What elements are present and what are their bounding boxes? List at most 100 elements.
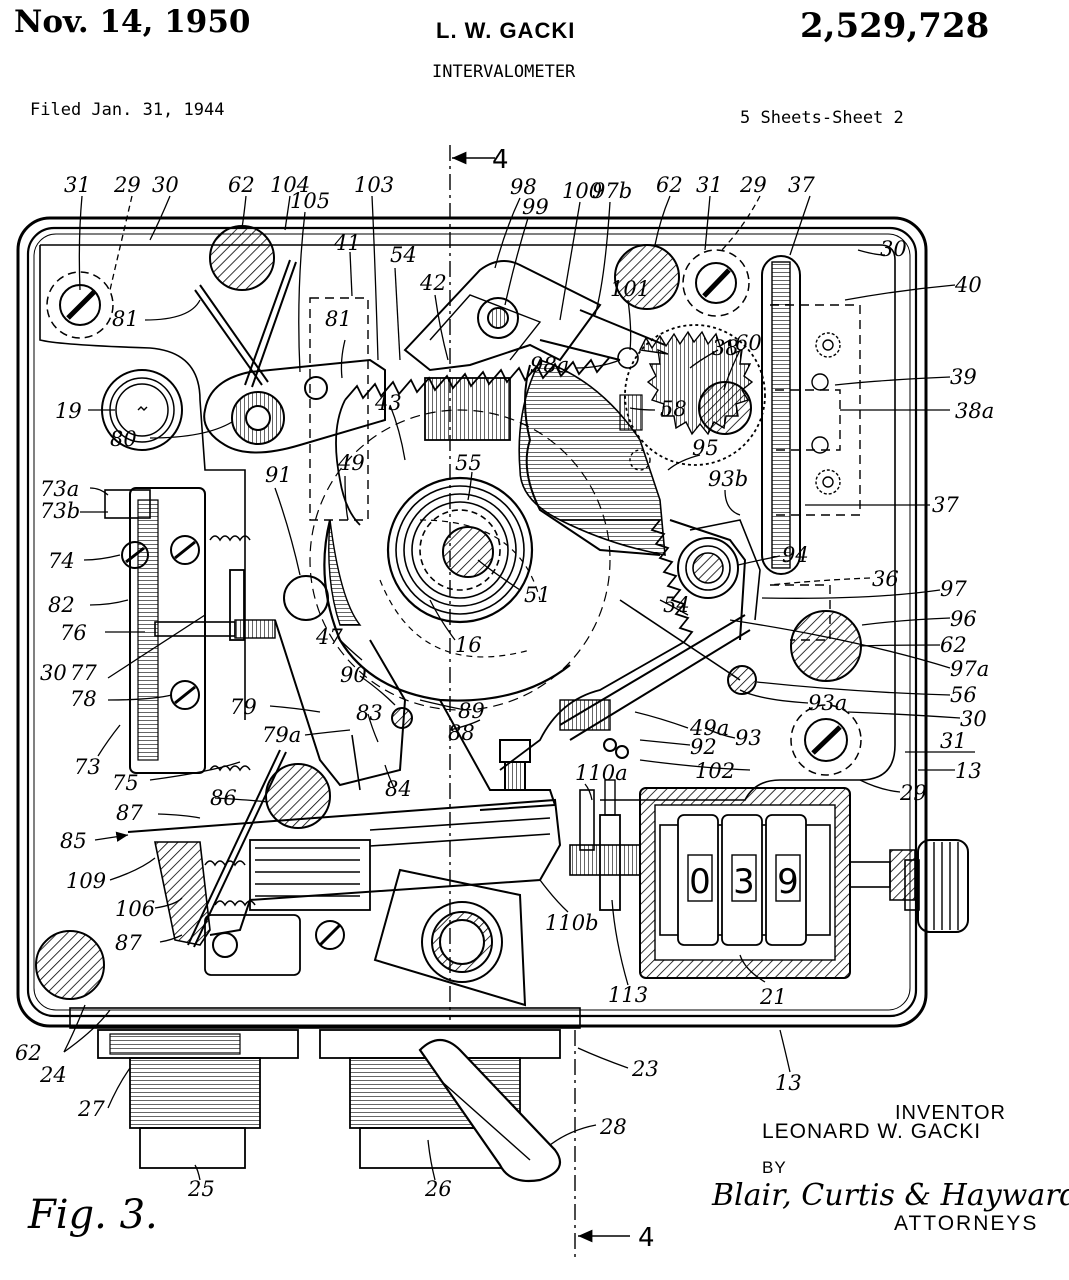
solenoid-block-110b	[373, 868, 527, 1007]
ref-label-37-39: 37	[932, 493, 959, 517]
ref-label-23-87: 23	[631, 1057, 659, 1081]
ref-label-99-11: 99	[522, 195, 549, 219]
ref-label-26-92: 26	[424, 1177, 452, 1201]
ref-label-51-44: 51	[524, 583, 551, 607]
ref-label-97-45: 97	[940, 577, 967, 601]
ref-label-74-40: 74	[48, 549, 75, 573]
patent-date: Nov. 14, 1950	[14, 4, 251, 40]
section-marker-top: 4	[492, 145, 509, 175]
counter-digit-1: 0	[689, 862, 711, 902]
ref-label-100-12: 100	[562, 179, 602, 203]
ref-label-101-22: 101	[610, 277, 650, 301]
counter-assembly-21	[569, 779, 916, 979]
ref-label-73-68: 73	[74, 755, 101, 779]
ref-label-78-55: 78	[70, 687, 97, 711]
ref-label-94-41: 94	[782, 543, 809, 567]
ref-label-102-71: 102	[695, 759, 735, 783]
ref-label-76-48: 76	[60, 621, 87, 645]
ref-label-110a-77: 110a	[575, 761, 628, 785]
ref-label-30-18: 30	[880, 237, 907, 261]
lever-79	[274, 619, 413, 791]
ref-label-30-2: 30	[152, 173, 179, 197]
ref-label-96-47: 96	[950, 607, 977, 631]
ref-label-49-38: 49	[337, 451, 365, 475]
ref-label-58-30: 58	[660, 397, 687, 421]
counter-digit-3: 9	[777, 862, 799, 902]
jewels-39	[811, 332, 841, 495]
ref-label-62-50: 62	[940, 633, 967, 657]
ref-label-29-75: 29	[899, 781, 927, 805]
section-line-4-4	[449, 145, 630, 1262]
filing-date: Filed Jan. 31, 1944	[30, 100, 225, 120]
ref-label-38a-27: 38a	[955, 399, 994, 423]
ref-label-73b-36: 73b	[40, 499, 80, 523]
post-62-group	[35, 225, 862, 1000]
counter-digits: 0 3 9	[689, 862, 799, 902]
post-62-right	[790, 610, 862, 682]
ref-label-29-1: 29	[113, 173, 141, 197]
ref-label-29-16: 29	[739, 173, 767, 197]
section-marker-bottom: 4	[638, 1223, 655, 1253]
gear-train-38	[617, 324, 766, 471]
ref-label-75-72: 75	[112, 771, 139, 795]
ref-label-60-25: 60	[735, 331, 762, 355]
ref-label-62-3: 62	[228, 173, 255, 197]
inventor-label: INVENTOR	[895, 1102, 1006, 1124]
ref-label-104-4: 104	[270, 173, 310, 197]
sheet-count: 5 Sheets-Sheet 2	[740, 108, 904, 128]
ref-label-93b-34: 93b	[708, 467, 748, 491]
ref-label-105-6: 105	[290, 189, 330, 213]
bottom-fittings	[69, 1007, 581, 1183]
spring-barrel-47	[309, 409, 611, 711]
ref-label-109-79: 109	[66, 869, 106, 893]
ref-label-89-60: 89	[458, 699, 485, 723]
ref-label-47-51: 47	[315, 625, 343, 649]
ref-label-56-56: 56	[950, 683, 977, 707]
ref-label-16-49: 16	[455, 633, 482, 657]
post-62-top-left	[209, 225, 275, 291]
patent-title: INTERVALOMETER	[432, 62, 576, 82]
pivot-94	[669, 519, 761, 641]
ref-label-31-0: 31	[64, 173, 91, 197]
pawl-lever-98	[403, 260, 666, 372]
leader-lines	[63, 195, 975, 1181]
ref-label-79-59: 79	[230, 695, 257, 719]
ref-label-38-24: 38	[712, 336, 739, 360]
inventor-name: LEONARD W. GACKI	[762, 1120, 982, 1143]
ref-label-103-5: 103	[354, 173, 394, 197]
counter-digit-2: 3	[733, 862, 755, 902]
ref-label-80-31: 80	[110, 427, 137, 451]
ref-label-87-76: 87	[116, 801, 143, 825]
ref-label-37-17: 37	[788, 173, 815, 197]
housing-13	[16, 216, 928, 1028]
ref-label-93-65: 93	[735, 726, 762, 750]
ref-label-88-64: 88	[448, 721, 475, 745]
ref-label-87-81: 87	[115, 931, 142, 955]
ref-label-43-29: 43	[374, 391, 402, 415]
ref-label-13-88: 13	[775, 1071, 802, 1095]
by-label: BY	[762, 1158, 787, 1177]
patent-number: 2,529,728	[800, 6, 990, 46]
ref-label-86-73: 86	[210, 786, 237, 810]
ref-label-41-7: 41	[333, 231, 361, 255]
ref-label-39-26: 39	[950, 365, 977, 389]
ratchet-wheel-43	[335, 357, 661, 556]
ref-label-82-42: 82	[48, 593, 75, 617]
ref-label-55-32: 55	[455, 451, 482, 475]
ref-label-113-83: 113	[608, 983, 648, 1007]
ref-label-92-69: 92	[690, 735, 717, 759]
ref-label-25-91: 25	[187, 1177, 215, 1201]
ref-label-62-14: 62	[656, 173, 683, 197]
ref-label-24-86: 24	[39, 1063, 67, 1087]
ref-label-95-33: 95	[692, 436, 719, 460]
figure-label: Fig. 3.	[27, 1192, 158, 1238]
reference-numerals: 31 29 30 62 104 103 105 41 54 42 98 99 1…	[15, 173, 994, 1201]
ref-label-98-10: 98	[510, 175, 537, 199]
ref-label-106-80: 106	[115, 897, 155, 921]
ref-label-30-61: 30	[960, 707, 987, 731]
ref-label-42-9: 42	[419, 271, 447, 295]
header-inventor-name: L. W. GACKI	[436, 18, 576, 43]
balance-wheel-37	[761, 255, 801, 575]
ref-label-91-37: 91	[265, 463, 292, 487]
